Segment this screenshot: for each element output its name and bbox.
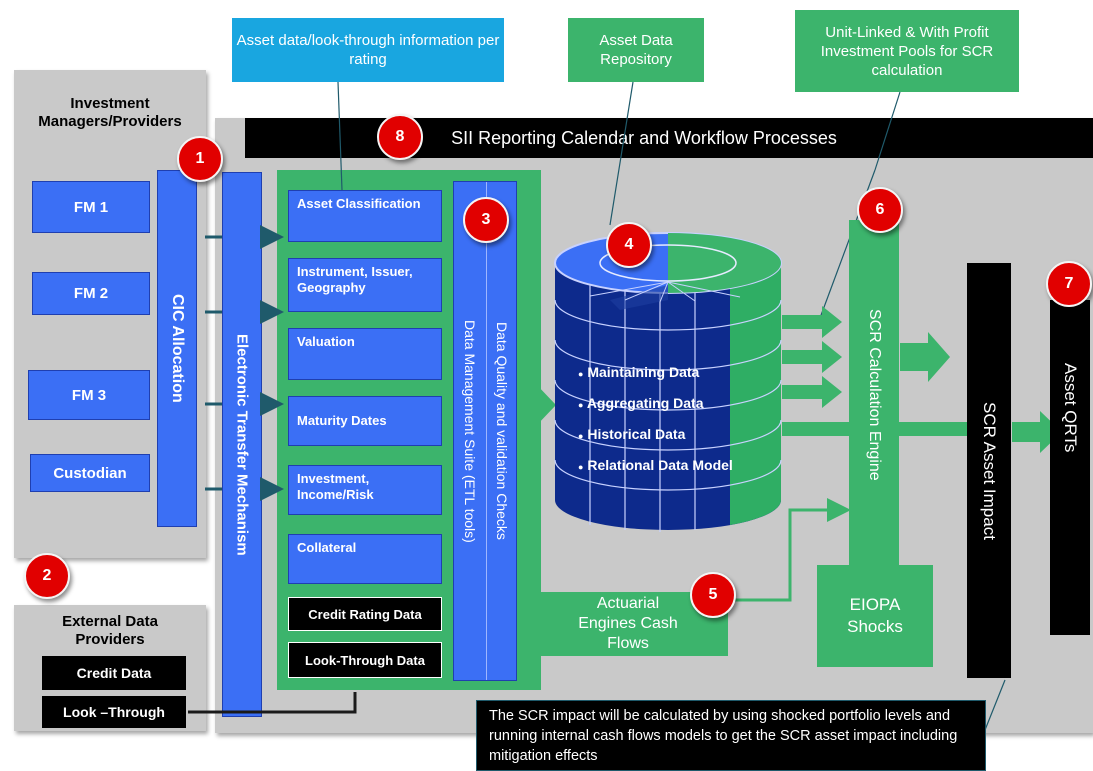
- scr-impact-note: The SCR impact will be calculated by usi…: [476, 700, 986, 771]
- input-arrows: [205, 225, 284, 501]
- fm2-box: FM 2: [32, 272, 150, 315]
- etl-line2-wrap: Data Management Suite (ETL tools): [462, 319, 478, 543]
- repository-callout: Asset Data Repository: [568, 18, 704, 82]
- etl-line1-wrap: Data Quality and validation Checks: [494, 322, 510, 540]
- etl-column: Data Quality and validation Checks Data …: [453, 181, 517, 681]
- repo-item-historical: ● Historical Data: [578, 426, 686, 442]
- badge-1: 1: [177, 136, 223, 182]
- scr-calculation-engine: SCR Calculation Engine: [849, 220, 899, 570]
- field-asset-classification: Asset Classification: [288, 190, 442, 242]
- etl-to-repo-arrow: [517, 383, 556, 427]
- custodian-box: Custodian: [30, 454, 150, 492]
- field-collateral: Collateral: [288, 534, 442, 584]
- repo-item-maintaining: ● Maintaining Data: [578, 364, 700, 380]
- look-through-box: Look –Through: [42, 696, 186, 728]
- fm3-box: FM 3: [28, 370, 150, 420]
- external-connector: [188, 692, 357, 714]
- eiopa-shocks-box: EIOPA Shocks: [817, 565, 933, 667]
- field-investment-income: Investment, Income/Risk: [288, 465, 442, 515]
- badge-6: 6: [857, 187, 903, 233]
- badge-5: 5: [690, 572, 736, 618]
- badge-7: 7: [1046, 261, 1092, 307]
- fm1-box: FM 1: [32, 181, 150, 233]
- field-look-through-data: Look-Through Data: [288, 642, 442, 678]
- field-instrument-issuer: Instrument, Issuer, Geography: [288, 258, 442, 312]
- cic-allocation-bar: CIC Allocation: [157, 170, 197, 527]
- badge-8: 8: [377, 114, 423, 160]
- field-credit-rating-data: Credit Rating Data: [288, 597, 442, 631]
- repository-cylinder: [554, 232, 782, 532]
- electronic-transfer-bar: Electronic Transfer Mechanism: [222, 172, 262, 717]
- credit-data-box: Credit Data: [42, 656, 186, 690]
- unit-linked-callout: Unit-Linked & With Profit Investment Poo…: [795, 10, 1019, 92]
- badge-3: 3: [463, 197, 509, 243]
- badge-4: 4: [606, 222, 652, 268]
- actuarial-engines-box: Actuarial Engines Cash Flows: [528, 592, 728, 656]
- repo-item-relational: ● Relational Data Model: [578, 457, 733, 473]
- field-valuation: Valuation: [288, 328, 442, 380]
- asset-data-callout: Asset data/look-through information per …: [232, 18, 504, 82]
- external-providers-title: External Data Providers: [62, 613, 158, 648]
- etl-divider: [486, 182, 487, 680]
- repository-items: ● Maintaining Data ● Aggregating Data ● …: [578, 358, 778, 482]
- asset-qrts: Asset QRTs: [1050, 300, 1090, 635]
- repo-item-aggregating: ● Aggregating Data: [578, 395, 704, 411]
- repo-to-engine-arrows: [782, 306, 1062, 453]
- badge-2: 2: [24, 553, 70, 599]
- actuarial-connector: [727, 498, 851, 602]
- investment-managers-title: Investment Managers/Providers: [38, 95, 182, 130]
- scr-asset-impact: SCR Asset Impact: [967, 263, 1011, 678]
- field-maturity-dates: Maturity Dates: [288, 396, 442, 446]
